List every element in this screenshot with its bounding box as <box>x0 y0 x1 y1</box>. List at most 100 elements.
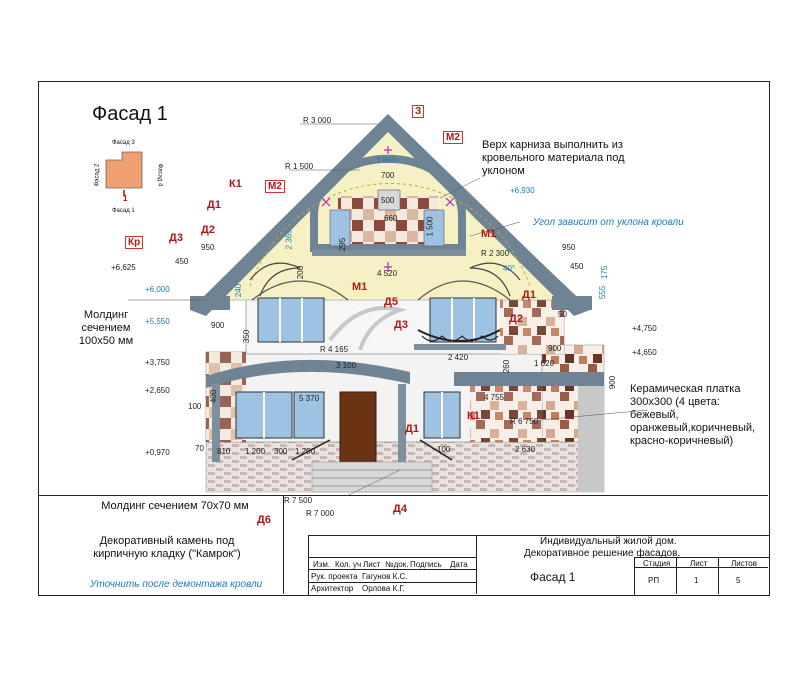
level-5550: +5,550 <box>145 317 170 326</box>
page-title: Фасад 1 <box>92 103 168 125</box>
tag-d1-right: Д1 <box>522 289 536 301</box>
dim-350: 350 <box>242 329 252 344</box>
dim-900-lower: 900 <box>608 375 618 390</box>
dim-555: 555 <box>598 285 608 300</box>
tag-d4: Д4 <box>393 503 407 515</box>
tag-k1-upper: К1 <box>229 178 242 190</box>
tag-m1-center: М1 <box>352 281 368 293</box>
tag-kr: Кр <box>125 236 144 249</box>
attic-window-center <box>377 189 401 211</box>
balcony-slab <box>414 344 506 350</box>
dim-r7500: R 7 500 <box>284 496 313 505</box>
tag-m2-right: М2 <box>443 131 463 144</box>
tb-header-date: Дата <box>450 560 468 569</box>
dim-3860: 3 860 <box>376 156 397 165</box>
eave-left <box>190 296 230 310</box>
level-3750: +3,750 <box>145 358 170 367</box>
entrance-door <box>339 391 377 463</box>
note-molding-left: Молдинг сечением 100х50 мм <box>78 309 134 347</box>
right-wing-shadow <box>578 380 604 492</box>
tag-d3-left: Д3 <box>169 232 183 244</box>
canopy-beam <box>454 372 604 386</box>
level-2650: +2,650 <box>145 386 170 395</box>
gable-dashed-arc <box>249 183 531 287</box>
tb-description: Декоративное решение фасадов. <box>524 548 681 559</box>
tag-d1-lower: Д1 <box>405 423 419 435</box>
level-4750: +4,750 <box>632 324 657 333</box>
tb-stage: РП <box>648 576 660 585</box>
attic-sill <box>312 250 466 256</box>
eave-right <box>552 296 592 310</box>
balcony-railing <box>417 329 501 342</box>
dim-240: 240 <box>234 283 244 298</box>
leader-lines <box>128 123 649 496</box>
dim-r1500: R 1 500 <box>285 162 314 171</box>
tag-d2-upper: Д2 <box>201 224 215 236</box>
facade-elevation <box>128 114 649 496</box>
level-6930: +6,930 <box>510 186 535 195</box>
dim-500: 500 <box>381 196 395 205</box>
note-stone: Декоративный камень под кирпичную кладку… <box>93 535 241 560</box>
upper-window-left <box>257 297 325 343</box>
dim-450-right: 450 <box>570 262 584 271</box>
ground-right-checker <box>470 375 542 442</box>
dim-50: 50 <box>558 310 567 319</box>
tb-name-1: Гагунов К.С. <box>362 572 408 581</box>
dim-260: 260 <box>502 359 512 374</box>
tb-sheets: 5 <box>736 576 741 585</box>
dim-200: 200 <box>296 265 306 280</box>
tag-m1-right: М1 <box>481 228 497 240</box>
attic-arch <box>310 154 466 252</box>
dim-4520: 4 520 <box>377 269 398 278</box>
note-angle: Угол зависит от уклона кровли <box>533 217 684 228</box>
dim-angle: 40° <box>503 264 516 273</box>
dim-r7000: R 7 000 <box>306 509 335 518</box>
dim-660: 660 <box>384 214 398 223</box>
dim-r3000: R 3 000 <box>303 116 332 125</box>
dim-295: 295 <box>338 237 348 252</box>
titleblock-divider <box>38 495 768 496</box>
tag-d6: Д6 <box>257 514 271 526</box>
note-molding-bottom: Молдинг сечением 70х70 мм <box>101 500 249 512</box>
tb-stage-label: Стадия <box>643 559 671 568</box>
attic-window-left <box>329 209 351 247</box>
key-plan-marker: 1 <box>123 194 128 203</box>
roof-right <box>388 114 590 316</box>
tag-d2-right: Д2 <box>509 313 523 325</box>
dim-1200-b: 1 200 <box>295 447 316 456</box>
note-ceramic: Керамическая платка 300х300 (4 цвета: бе… <box>630 383 756 447</box>
upper-window-right-frame <box>417 280 511 301</box>
key-plan-bottom-label: Фасад 1 <box>112 208 135 214</box>
tb-sheet: 1 <box>694 576 699 585</box>
titleblock-left-divider <box>283 495 284 594</box>
level-0970: +0,970 <box>145 448 170 457</box>
dim-1500: 1 500 <box>425 216 435 237</box>
tag-k1-lower: К1 <box>467 410 480 422</box>
decorative-swirl <box>328 306 408 351</box>
tb-sheet-label: Лист <box>690 559 708 568</box>
tb-role-1: Рук. проекта <box>311 572 358 581</box>
tb-header-izm: Изм. <box>313 560 331 569</box>
dim-1620: 1 620 <box>534 359 555 368</box>
dim-100-right: 100 <box>437 445 451 454</box>
dim-300: 300 <box>274 447 288 456</box>
tb-project: Индивидуальный жилой дом. <box>540 536 677 547</box>
tb-sheets-label: Листов <box>731 559 757 568</box>
dim-2420: 2 420 <box>448 353 469 362</box>
tag-d3-center: Д3 <box>394 319 408 331</box>
tb-header-doc: №док. <box>385 560 409 569</box>
porch-roof <box>206 359 410 388</box>
roof-left <box>190 114 388 316</box>
key-plan-shape <box>105 151 143 196</box>
dim-2365: 2 365 <box>284 229 294 250</box>
attic-window-right <box>423 209 445 247</box>
dim-900-right: 900 <box>548 344 562 353</box>
tag-d1-upper: Д1 <box>207 199 221 211</box>
note-clarify: Уточнить после демонтажа кровли <box>90 579 263 590</box>
key-plan-top-label: Фасад 3 <box>112 140 135 146</box>
tb-header-sign: Подпись <box>410 560 442 569</box>
tag-z: З <box>412 105 425 118</box>
upper-window-right <box>429 297 497 343</box>
dim-100-left: 100 <box>188 402 202 411</box>
